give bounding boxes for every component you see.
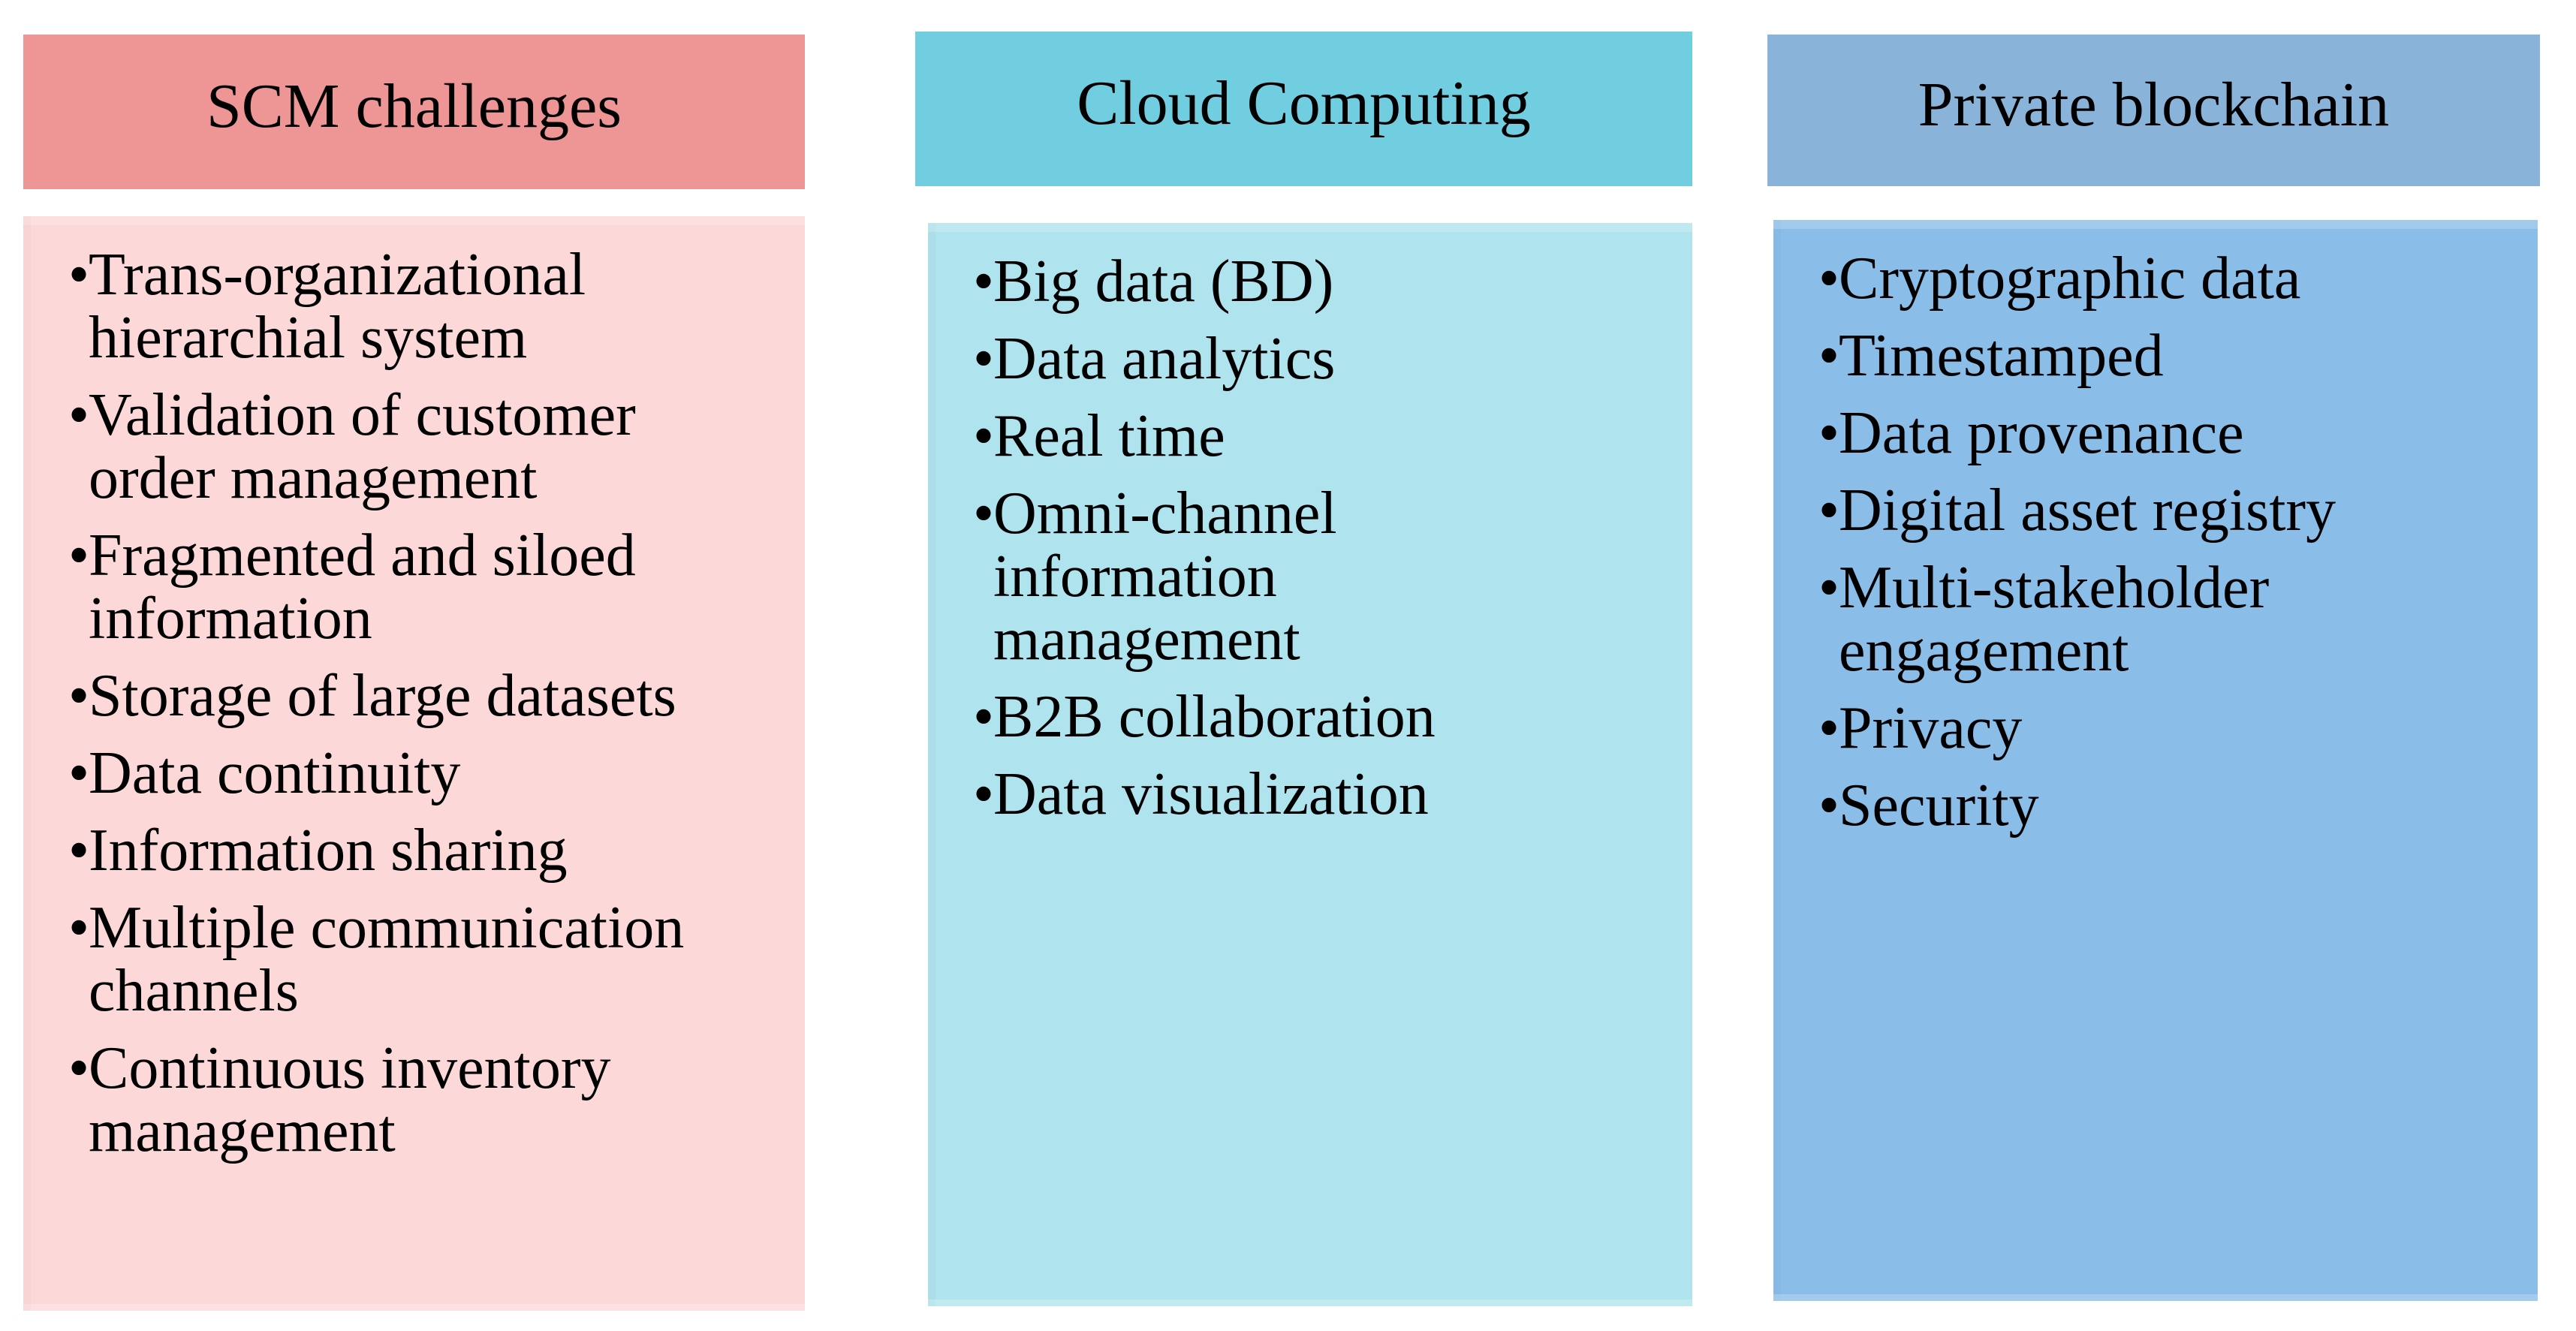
list-item-text: Real time [993, 403, 1225, 469]
list-item-text: Trans-organizational hierarchial system [89, 242, 586, 371]
bullet-icon: • [68, 382, 90, 448]
list-item: •Information sharing [68, 819, 775, 882]
list-item: •Security [1818, 774, 2478, 837]
list-item: •Big data (BD) [973, 250, 1595, 313]
list-item-text: Fragmented and siloed information [89, 522, 636, 652]
list-item-text: Data provenance [1839, 400, 2244, 466]
bullet-icon: • [68, 242, 90, 308]
list-item: •Data visualization [973, 763, 1595, 826]
bullet-list: •Cryptographic data•Timestamped•Data pro… [1773, 220, 2538, 837]
bullet-icon: • [1818, 695, 1840, 761]
column-header: Cloud Computing [915, 32, 1692, 186]
list-item: •Trans-organizational hierarchial system [68, 243, 775, 369]
bullet-icon: • [973, 326, 995, 392]
bullet-icon: • [68, 740, 90, 806]
list-item: •Multi-stakeholder engagement [1818, 556, 2478, 682]
bullet-icon: • [973, 403, 995, 469]
list-item: •Privacy [1818, 697, 2478, 760]
list-item: •B2B collaboration [973, 685, 1595, 748]
list-item: •Data provenance [1818, 402, 2478, 465]
bullet-icon: • [973, 480, 995, 547]
column-body: •Cryptographic data•Timestamped•Data pro… [1773, 220, 2538, 1301]
list-item: •Real time [973, 405, 1595, 468]
list-item: •Digital asset registry [1818, 479, 2478, 542]
list-item-text: Omni-channel information management [993, 480, 1337, 673]
bullet-icon: • [1818, 555, 1840, 621]
list-item: •Validation of customer order management [68, 384, 775, 510]
list-item: •Fragmented and siloed information [68, 524, 775, 650]
bullet-icon: • [68, 895, 90, 961]
list-item: •Continuous inventory management [68, 1037, 775, 1163]
list-item-text: B2B collaboration [993, 684, 1436, 750]
list-item: •Data analytics [973, 327, 1595, 390]
bullet-icon: • [973, 248, 995, 315]
column-header: Private blockchain [1767, 35, 2540, 186]
list-item-text: Multiple communication channels [89, 895, 685, 1024]
bullet-icon: • [1818, 245, 1840, 312]
list-item: •Omni-channel information management [973, 482, 1595, 671]
list-item-text: Security [1839, 772, 2039, 839]
list-item: •Storage of large datasets [68, 664, 775, 727]
list-item-text: Big data (BD) [993, 248, 1334, 315]
column-title: Private blockchain [1918, 69, 2390, 140]
column-body: •Big data (BD)•Data analytics•Real time•… [928, 223, 1692, 1306]
bullet-icon: • [1818, 400, 1840, 466]
bullet-icon: • [1818, 323, 1840, 389]
bullet-icon: • [1818, 477, 1840, 544]
list-item: •Data continuity [68, 742, 775, 805]
list-item-text: Data continuity [89, 740, 461, 806]
column-title: SCM challenges [206, 71, 622, 141]
column-body: •Trans-organizational hierarchial system… [23, 216, 805, 1311]
bullet-icon: • [68, 522, 90, 589]
column-title: Cloud Computing [1077, 68, 1531, 138]
list-item-text: Digital asset registry [1839, 477, 2336, 544]
bullet-list: •Big data (BD)•Data analytics•Real time•… [928, 223, 1692, 826]
list-item-text: Information sharing [89, 818, 568, 884]
list-item-text: Validation of customer order management [89, 382, 636, 511]
list-item-text: Multi-stakeholder engagement [1839, 555, 2270, 684]
list-item-text: Cryptographic data [1839, 245, 2301, 312]
bullet-icon: • [68, 663, 90, 729]
bullet-icon: • [68, 818, 90, 884]
bullet-icon: • [973, 761, 995, 827]
list-item-text: Storage of large datasets [89, 663, 676, 729]
bullet-icon: • [1818, 772, 1840, 839]
bullet-icon: • [973, 684, 995, 750]
bullet-icon: • [68, 1035, 90, 1101]
list-item-text: Timestamped [1839, 323, 2164, 389]
list-item-text: Privacy [1839, 695, 2023, 761]
column-header: SCM challenges [23, 35, 805, 189]
list-item-text: Data visualization [993, 761, 1429, 827]
list-item: •Timestamped [1818, 324, 2478, 387]
bullet-list: •Trans-organizational hierarchial system… [23, 216, 805, 1163]
list-item-text: Data analytics [993, 326, 1336, 392]
list-item: •Multiple communication channels [68, 896, 775, 1022]
list-item-text: Continuous inventory management [89, 1035, 611, 1164]
list-item: •Cryptographic data [1818, 247, 2478, 310]
